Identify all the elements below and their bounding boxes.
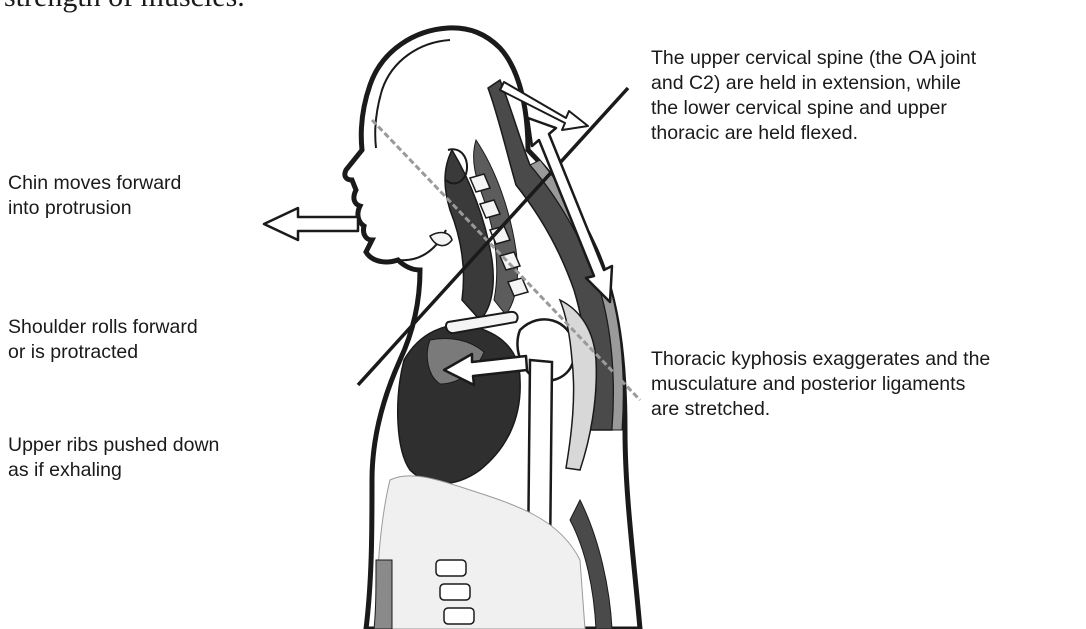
- front-torso-band: [374, 560, 392, 629]
- chin-forward-arrow: [264, 208, 358, 240]
